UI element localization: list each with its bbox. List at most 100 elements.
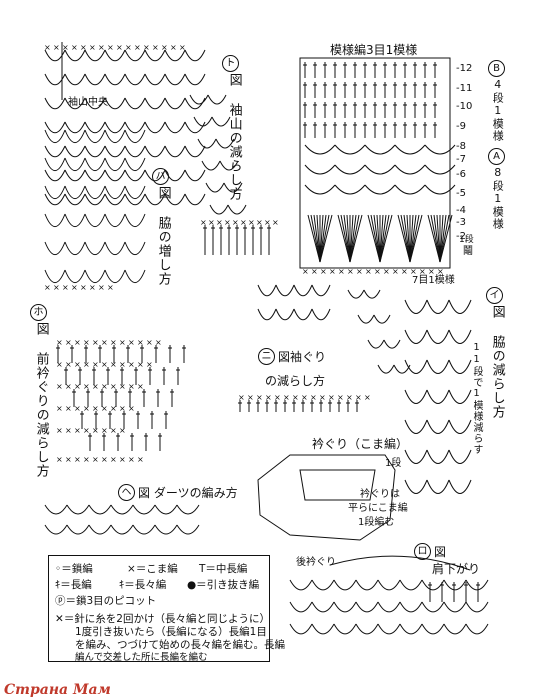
pattern-row-number: -3: [456, 217, 466, 228]
single-crochet-mark: ×: [155, 338, 162, 347]
single-crochet-mark: ×: [238, 393, 245, 402]
chain-arc-row: [404, 449, 472, 464]
single-crochet-mark: ×: [437, 267, 444, 276]
chain-arc-row: [289, 601, 489, 613]
single-crochet-mark: ×: [101, 455, 108, 464]
single-crochet-mark: ×: [101, 426, 108, 435]
single-crochet-mark: ×: [272, 218, 279, 227]
single-crochet-mark: ×: [401, 267, 408, 276]
single-crochet-mark: ×: [83, 382, 90, 391]
armhole-title: 図袖ぐり: [278, 350, 327, 364]
single-crochet-mark: ×: [264, 218, 271, 227]
chain-arc-row: [357, 314, 391, 324]
chain-arc-row: [404, 359, 472, 374]
legend-slip: ●＝引き抜き編: [187, 579, 260, 591]
single-crochet-mark: ×: [119, 338, 126, 347]
single-crochet-mark: ×: [410, 267, 417, 276]
single-crochet-mark: ×: [248, 218, 255, 227]
shoulder-slope-line: [329, 555, 471, 571]
side-decrease-note: 11段で1模様減らす: [471, 342, 482, 455]
single-crochet-mark: ×: [256, 393, 263, 402]
single-crochet-mark: ×: [119, 426, 126, 435]
pattern-repeat-label: 7目1模様: [412, 275, 455, 286]
pattern-start-label: 1段: [459, 235, 474, 245]
legend-special-4: 編んで交差した所に長編を編む: [75, 652, 208, 663]
single-crochet-mark: ×: [329, 267, 336, 276]
single-crochet-mark: ×: [428, 267, 435, 276]
single-crochet-mark: ×: [101, 360, 108, 369]
chain-arc-row: [404, 389, 472, 404]
shell-arc: [334, 184, 366, 195]
single-crochet-mark: ×: [232, 218, 239, 227]
single-crochet-mark: ×: [125, 43, 132, 52]
single-crochet-mark: ×: [224, 218, 231, 227]
single-crochet-mark: ×: [92, 338, 99, 347]
chain-arc-row: [367, 339, 401, 349]
chain-arc-row: [44, 185, 146, 200]
back-neck-label: 後衿ぐり: [296, 557, 336, 568]
shell-arc: [424, 164, 456, 175]
pattern-title: 模様編3目1模様: [330, 43, 418, 57]
side-decrease-mark: イ: [486, 287, 503, 304]
single-crochet-mark: ×: [337, 393, 344, 402]
shoulder-subtitle: 肩下がり: [432, 562, 481, 576]
single-crochet-mark: ×: [364, 393, 371, 402]
collar-title: 衿ぐり（こま編）: [312, 437, 409, 451]
collar-note-2: 平らにこま編: [348, 503, 408, 514]
single-crochet-mark: ×: [292, 393, 299, 402]
chain-arc-row: [44, 269, 146, 284]
single-crochet-mark: ×: [110, 338, 117, 347]
chain-arc-row: [189, 94, 227, 105]
pattern-row-number: -10: [456, 101, 473, 112]
single-crochet-mark: ×: [44, 283, 51, 292]
single-crochet-mark: ×: [83, 426, 90, 435]
single-crochet-mark: ×: [392, 267, 399, 276]
single-crochet-mark: ×: [89, 283, 96, 292]
shell-arc: [364, 164, 396, 175]
legend-picot: ⓟ＝鎖3目のピコット: [55, 595, 157, 607]
single-crochet-mark: ×: [56, 360, 63, 369]
single-crochet-mark: ×: [143, 43, 150, 52]
chain-arc-row: [44, 145, 206, 158]
side-decrease-title: 図 脇の減らし方: [489, 305, 505, 419]
single-crochet-mark: ×: [62, 283, 69, 292]
legend-half-double: T＝中長編: [199, 563, 248, 575]
chain-arc-row: [404, 329, 472, 344]
single-crochet-mark: ×: [128, 360, 135, 369]
side-increase-title: 図 脇の増し方: [155, 186, 171, 286]
single-crochet-mark: ×: [128, 382, 135, 391]
single-crochet-mark: ×: [128, 455, 135, 464]
chain-arc-row: [201, 160, 239, 171]
single-crochet-mark: ×: [110, 404, 117, 413]
single-crochet-mark: ×: [74, 382, 81, 391]
single-crochet-mark: ×: [101, 382, 108, 391]
pattern-row-number: -2: [456, 231, 466, 242]
legend-special-2: 1度引き抜いたら（長編になる）長編1目: [75, 626, 267, 638]
single-crochet-mark: ×: [119, 404, 126, 413]
single-crochet-mark: ×: [74, 360, 81, 369]
chain-arc-row: [44, 524, 200, 535]
single-crochet-mark: ×: [92, 382, 99, 391]
single-crochet-mark: ×: [383, 267, 390, 276]
single-crochet-mark: ×: [92, 455, 99, 464]
legend-cross-icon: ✕＝針に糸を2回かけ（長々編と同じように）: [55, 613, 270, 625]
single-crochet-mark: ×: [208, 218, 215, 227]
chain-arc-row: [44, 213, 146, 228]
chain-arc-row: [44, 121, 206, 134]
single-crochet-mark: ×: [83, 404, 90, 413]
pattern-row-number: -9: [456, 121, 466, 132]
single-crochet-mark: ×: [265, 393, 272, 402]
shell-arc: [394, 164, 426, 175]
shell-arc: [424, 144, 456, 155]
single-crochet-mark: ×: [65, 360, 72, 369]
pattern-start-mark: 鬮: [463, 246, 473, 257]
single-crochet-mark: ×: [89, 43, 96, 52]
sleeve-cap-title: 図 袖山の減らし方: [226, 73, 242, 201]
single-crochet-mark: ×: [65, 382, 72, 391]
single-crochet-mark: ×: [65, 426, 72, 435]
sleeve-cap-mark: ト: [222, 55, 239, 72]
chain-arc-row: [44, 129, 146, 144]
stitch-legend: ◦＝鎖編 ×＝こま編 T＝中長編 ｷ＝長編 ｷ＝長々編 ●＝引き抜き編 ⓟ＝鎖3…: [48, 555, 285, 663]
single-crochet-mark: ×: [301, 393, 308, 402]
